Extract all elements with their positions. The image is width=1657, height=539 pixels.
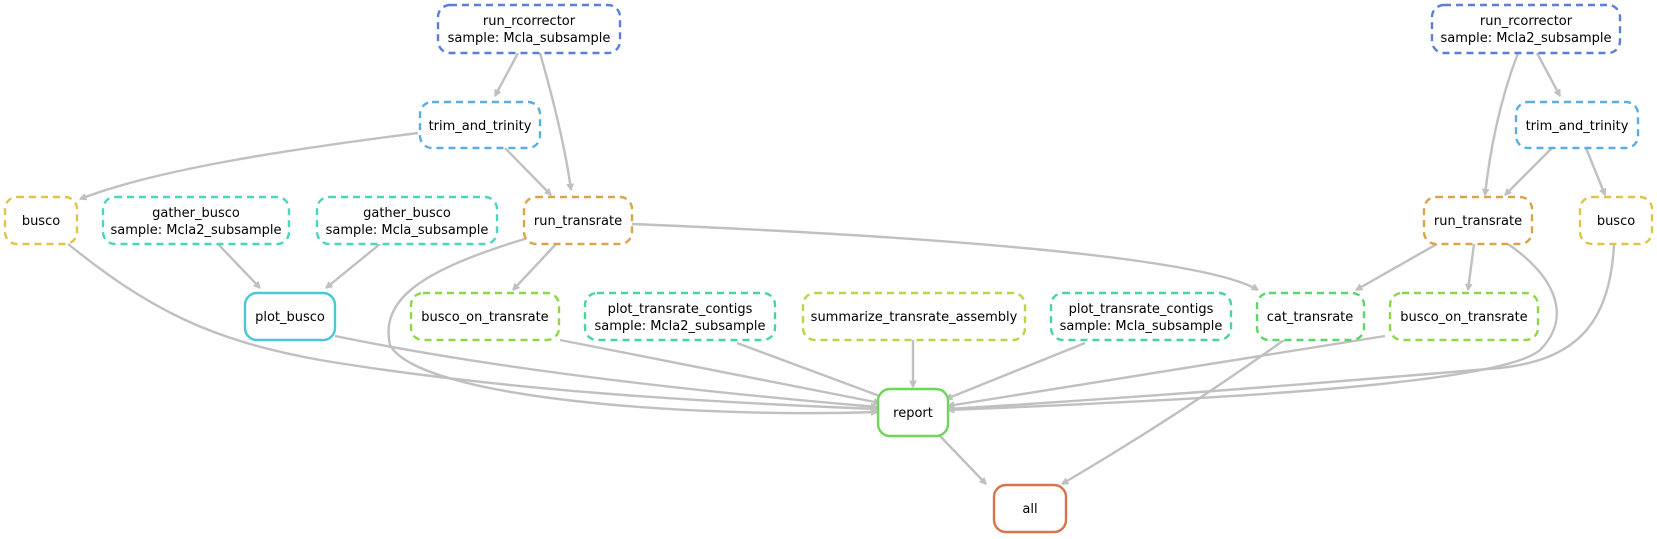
- edge-rt1-ct: [631, 222, 1258, 292]
- node-label: cat_transrate: [1267, 310, 1354, 325]
- edge-tt1-rt1: [504, 147, 551, 195]
- edge-rc1-tt1: [493, 52, 520, 96]
- node-label-line2: sample: Mcla_subsample: [326, 223, 489, 238]
- node-label-line2: sample: Mcla2_subsample: [110, 223, 281, 238]
- node-trim-and-trinity-right[interactable]: trim_and_trinity: [1514, 100, 1640, 150]
- node-label-line2: sample: Mcla2_subsample: [594, 319, 765, 334]
- edge-rt1-bot1: [513, 243, 557, 290]
- node-label-line2: sample: Mcla_subsample: [448, 31, 611, 46]
- node-box: [409, 291, 561, 342]
- edge-bot2-report: [948, 334, 1386, 406]
- node-busco-left[interactable]: busco: [3, 195, 79, 246]
- node-label-line1: gather_busco: [363, 206, 451, 221]
- edge-busco2-report: [948, 243, 1616, 409]
- edge-rc1-rt1: [538, 52, 571, 190]
- node-label: run_transrate: [1434, 214, 1522, 229]
- node-label: summarize_transrate_assembly: [811, 310, 1018, 325]
- node-box: [1514, 100, 1640, 150]
- node-run-transrate-left[interactable]: run_transrate: [522, 195, 634, 246]
- node-busco-on-transrate-left[interactable]: busco_on_transrate: [409, 291, 561, 342]
- node-plot-transrate-contigs-mcla2[interactable]: plot_transrate_contigs sample: Mcla2_sub…: [583, 291, 777, 342]
- node-label: run_transrate: [534, 214, 622, 229]
- node-busco-on-transrate-right[interactable]: busco_on_transrate: [1388, 291, 1540, 342]
- edge-ptc2-report: [946, 341, 1086, 399]
- node-box: [1430, 3, 1622, 55]
- node-label-line1: run_rcorrector: [483, 14, 576, 29]
- edge-ct-all: [1062, 339, 1285, 486]
- node-box: [583, 291, 777, 342]
- node-label: report: [893, 406, 933, 421]
- node-box: [436, 3, 622, 55]
- node-box: [1049, 291, 1233, 342]
- edges: [67, 52, 1616, 486]
- node-box: [315, 195, 499, 246]
- edge-bot1-report: [559, 338, 880, 403]
- node-label-line2: sample: Mcla2_subsample: [1440, 31, 1611, 46]
- node-label: busco_on_transrate: [421, 310, 548, 325]
- node-label: busco_on_transrate: [1400, 310, 1527, 325]
- node-gather-busco-mcla[interactable]: gather_busco sample: Mcla_subsample: [315, 195, 499, 246]
- edge-rt2-bot2: [1468, 243, 1476, 290]
- node-box: [243, 291, 337, 342]
- node-label-line1: gather_busco: [152, 206, 240, 221]
- node-plot-busco[interactable]: plot_busco: [243, 291, 337, 342]
- node-label: all: [1022, 502, 1037, 517]
- node-busco-right[interactable]: busco: [1578, 195, 1654, 246]
- edge-rt2-ct: [1356, 242, 1438, 292]
- node-box: [3, 195, 79, 246]
- node-label-line1: run_rcorrector: [1480, 14, 1573, 29]
- node-box: [1255, 291, 1366, 342]
- node-box: [1388, 291, 1540, 342]
- node-box: [1578, 195, 1654, 246]
- node-box: [522, 195, 634, 246]
- edge-rc2-tt2: [1535, 52, 1562, 96]
- nodes: run_rcorrector sample: Mcla_subsample ru…: [3, 3, 1654, 534]
- edge-gb1-pb: [217, 243, 260, 288]
- edge-tt2-busco2: [1584, 147, 1605, 195]
- node-box: [801, 291, 1027, 342]
- node-box: [876, 387, 950, 438]
- node-label: trim_and_trinity: [1526, 119, 1629, 134]
- node-plot-transrate-contigs-mcla[interactable]: plot_transrate_contigs sample: Mcla_subs…: [1049, 291, 1233, 342]
- node-run-rcorrector-mcla2[interactable]: run_rcorrector sample: Mcla2_subsample: [1430, 3, 1622, 55]
- edge-tt1-busco1: [80, 131, 419, 199]
- node-box: [1422, 195, 1534, 246]
- edge-rt1-report: [387, 236, 877, 413]
- node-run-transrate-right[interactable]: run_transrate: [1422, 195, 1534, 246]
- node-cat-transrate[interactable]: cat_transrate: [1255, 291, 1366, 342]
- node-report[interactable]: report: [876, 387, 950, 438]
- edge-gb2-pb: [326, 243, 381, 288]
- edge-ptc1-report: [736, 341, 885, 398]
- node-summarize-transrate-assembly[interactable]: summarize_transrate_assembly: [801, 291, 1027, 342]
- node-box: [101, 195, 291, 246]
- edge-tt2-rt2: [1505, 147, 1553, 195]
- node-run-rcorrector-mcla[interactable]: run_rcorrector sample: Mcla_subsample: [436, 3, 622, 55]
- node-box: [992, 483, 1068, 534]
- edge-rc2-rt2: [1485, 52, 1520, 195]
- node-all[interactable]: all: [992, 483, 1068, 534]
- edge-report-all: [939, 435, 986, 484]
- node-label: busco: [1597, 214, 1635, 229]
- node-label-line1: plot_transrate_contigs: [1069, 302, 1214, 317]
- edge-pb-report: [334, 334, 877, 407]
- node-box: [418, 100, 542, 150]
- edge-busco1-report: [67, 243, 877, 409]
- node-trim-and-trinity-left[interactable]: trim_and_trinity: [418, 100, 542, 150]
- node-gather-busco-mcla2[interactable]: gather_busco sample: Mcla2_subsample: [101, 195, 291, 246]
- node-label-line1: plot_transrate_contigs: [608, 302, 753, 317]
- node-label-line2: sample: Mcla_subsample: [1060, 319, 1223, 334]
- node-label: trim_and_trinity: [429, 119, 532, 134]
- node-label: plot_busco: [255, 310, 325, 325]
- node-label: busco: [22, 214, 60, 229]
